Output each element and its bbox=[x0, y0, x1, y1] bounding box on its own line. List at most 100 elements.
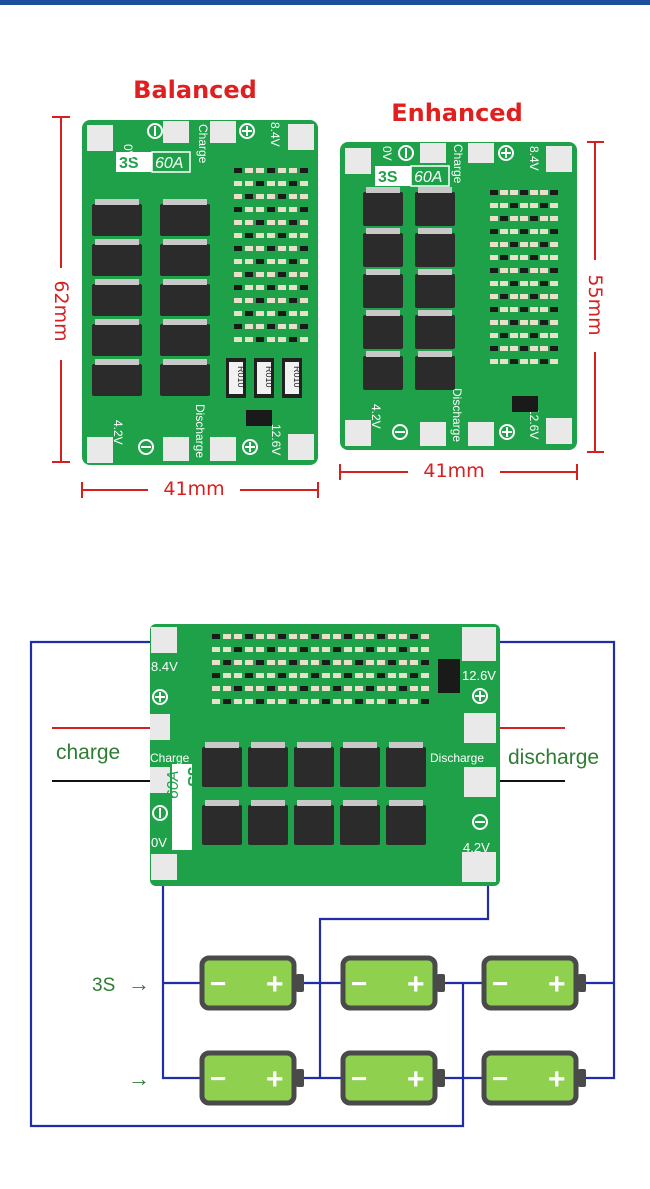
pad-label-charge: Charge bbox=[451, 144, 465, 184]
smd-component bbox=[520, 320, 528, 325]
mosfet-tab bbox=[389, 800, 423, 806]
pad-12v6 bbox=[546, 418, 572, 444]
minus-symbol-icon-bottom bbox=[392, 424, 408, 440]
mosfet bbox=[202, 805, 242, 845]
balanced-width-label: 41mm bbox=[163, 478, 225, 500]
module-label: 3S bbox=[119, 155, 139, 172]
pad-label-0v: 0V bbox=[380, 146, 394, 161]
smd-component bbox=[322, 686, 330, 691]
balanced-height-label: 62mm bbox=[50, 280, 72, 342]
smd-component bbox=[245, 660, 253, 665]
smd-component bbox=[500, 333, 508, 338]
enhanced-height-dim bbox=[587, 141, 604, 453]
pad-charge-neg bbox=[420, 143, 446, 163]
enhanced-title: Enhanced bbox=[391, 99, 523, 127]
pad-label-4v2: 4.2V bbox=[111, 420, 125, 445]
smd-component bbox=[490, 203, 498, 208]
smd-component bbox=[540, 281, 548, 286]
smd-component bbox=[322, 673, 330, 678]
smd-component bbox=[234, 324, 242, 329]
smd-component bbox=[234, 259, 242, 264]
smd-component bbox=[490, 333, 498, 338]
smd-component bbox=[256, 194, 264, 199]
smd-component bbox=[267, 272, 275, 277]
smd-component bbox=[256, 246, 264, 251]
smd-component bbox=[530, 320, 538, 325]
smd-component bbox=[300, 647, 308, 652]
pad-label-8v4: 8.4V bbox=[151, 659, 178, 674]
wire-4v2 bbox=[318, 884, 490, 1078]
smd-component bbox=[289, 673, 297, 678]
battery-body bbox=[481, 955, 579, 1011]
smd-component bbox=[300, 246, 308, 251]
smd-component bbox=[510, 229, 518, 234]
top-accent-bar bbox=[0, 0, 650, 5]
plus-symbol-icon-bottom bbox=[499, 424, 515, 440]
smd-component bbox=[300, 699, 308, 704]
mosfet bbox=[202, 747, 242, 787]
smd-component bbox=[410, 634, 418, 639]
smd-component bbox=[234, 194, 242, 199]
smd-component bbox=[278, 311, 286, 316]
smd-component bbox=[311, 660, 319, 665]
smd-component bbox=[289, 337, 297, 342]
smd-component bbox=[540, 203, 548, 208]
smd-component bbox=[355, 699, 363, 704]
smd-component bbox=[500, 307, 508, 312]
battery-body bbox=[340, 1050, 438, 1106]
pad-label-charge: Charge bbox=[196, 124, 210, 164]
smd-component bbox=[377, 647, 385, 652]
smd-component bbox=[510, 190, 518, 195]
mosfet bbox=[386, 747, 426, 787]
control-components bbox=[212, 634, 429, 704]
mosfet-tab bbox=[163, 359, 207, 365]
smd-component bbox=[510, 333, 518, 338]
mosfet bbox=[160, 244, 210, 276]
smd-component bbox=[530, 281, 538, 286]
mosfet bbox=[92, 324, 142, 356]
smd-component bbox=[256, 207, 264, 212]
smd-component bbox=[399, 647, 407, 652]
battery-body bbox=[340, 955, 438, 1011]
smd-component bbox=[388, 660, 396, 665]
smd-component bbox=[344, 673, 352, 678]
smd-component bbox=[245, 259, 253, 264]
smd-component bbox=[520, 281, 528, 286]
smd-component bbox=[520, 294, 528, 299]
smd-component bbox=[289, 324, 297, 329]
shunt-resistor-face bbox=[257, 362, 271, 394]
pad-label-12v6: 12.6V bbox=[462, 668, 496, 683]
smd-component bbox=[520, 333, 528, 338]
smd-component bbox=[256, 337, 264, 342]
smd-component bbox=[212, 647, 220, 652]
mosfet-tab bbox=[366, 228, 400, 234]
mosfet bbox=[415, 356, 455, 390]
smd-component bbox=[267, 686, 275, 691]
minus-symbol-icon bbox=[147, 123, 163, 139]
battery-plus-icon: + bbox=[266, 1063, 284, 1096]
smd-component bbox=[540, 320, 548, 325]
smd-component bbox=[311, 647, 319, 652]
pad-charge-pos bbox=[210, 121, 236, 143]
plus-symbol-icon bbox=[498, 145, 514, 161]
smd-component bbox=[530, 255, 538, 260]
mosfet bbox=[160, 364, 210, 396]
smd-component bbox=[510, 216, 518, 221]
pad-label-12v6: 12.6V bbox=[527, 408, 541, 439]
mosfet bbox=[160, 284, 210, 316]
mosfet bbox=[160, 204, 210, 236]
diode bbox=[512, 396, 538, 412]
mosfet-tab bbox=[205, 800, 239, 806]
smd-component bbox=[267, 298, 275, 303]
smd-component bbox=[267, 324, 275, 329]
pad-discharge-pos bbox=[468, 422, 494, 446]
smd-component bbox=[490, 346, 498, 351]
smd-component bbox=[550, 216, 558, 221]
smd-component bbox=[500, 242, 508, 247]
smd-component bbox=[267, 207, 275, 212]
smd-component bbox=[520, 242, 528, 247]
smd-component bbox=[490, 242, 498, 247]
smd-component bbox=[245, 647, 253, 652]
pad-charge-pos bbox=[150, 714, 170, 740]
smd-component bbox=[278, 259, 286, 264]
